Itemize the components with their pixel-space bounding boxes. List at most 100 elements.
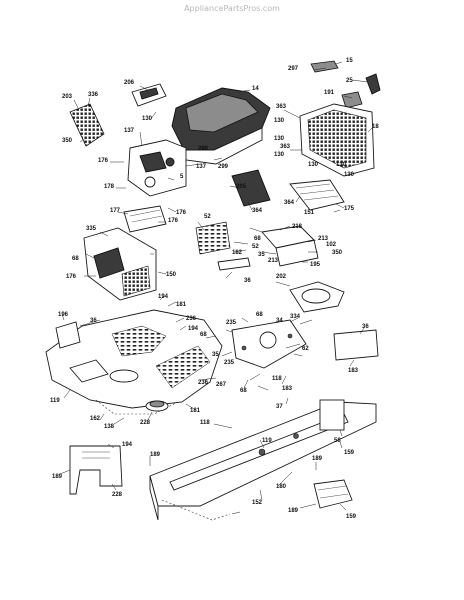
callout-35: 102 — [326, 242, 337, 248]
callout-130: 130 — [344, 172, 355, 178]
callout-181: 196 — [58, 312, 69, 318]
callout-336: 336 — [88, 92, 99, 98]
callout-189: 159 — [346, 514, 357, 520]
callout-206: 206 — [124, 80, 135, 86]
callout-175: 177 — [110, 208, 121, 214]
part-138-bumper — [145, 400, 169, 412]
callout-267: 119 — [50, 398, 60, 404]
part-202-latch — [217, 257, 251, 271]
callout-236: 235 — [226, 320, 237, 326]
callout-189: 189 — [52, 474, 63, 480]
callout-36: 236 — [186, 316, 197, 322]
part-15-emblem — [310, 60, 339, 73]
callout-15: 15 — [346, 58, 353, 64]
callout-52: 218 — [292, 224, 303, 230]
callout-130: 130 — [308, 162, 319, 168]
watermark-text: AppliancePartsPros.com — [184, 4, 280, 13]
callout-218: 68 — [254, 236, 261, 242]
callout-130: 130 — [274, 152, 285, 158]
callout-119: 37 — [276, 404, 283, 410]
callout-363: 363 — [280, 144, 291, 150]
part-151-bracket — [289, 179, 345, 211]
part-150-shroud — [289, 281, 345, 313]
part-335-grille — [195, 221, 231, 255]
part-196-pedal — [55, 321, 81, 349]
callout-181: 162 — [90, 416, 101, 422]
callout-335: 52 — [204, 214, 211, 220]
callout-68: 52 — [252, 244, 259, 250]
callout-176: 335 — [86, 226, 97, 232]
part-191-lens — [341, 91, 363, 109]
callout-130: 130 — [274, 136, 285, 142]
callout-137: 137 — [196, 164, 207, 170]
callout-350: 182 — [232, 250, 243, 256]
callout-5: 5 — [180, 174, 184, 180]
callout-235: 68 — [256, 312, 263, 318]
part-206-bracket — [131, 83, 167, 107]
callout-182: 68 — [72, 256, 79, 262]
part-152-guard — [313, 479, 353, 509]
callout-205: 364 — [252, 208, 263, 214]
callout-298: 298 — [198, 146, 209, 152]
callout-236: 118 — [272, 376, 282, 382]
part-267-fender — [45, 309, 223, 415]
callout-62: 183 — [348, 368, 359, 374]
callout-203: 203 — [62, 94, 73, 100]
callout-297: 297 — [288, 66, 299, 72]
callout-35: 235 — [224, 360, 235, 366]
callout-119: 159 — [344, 450, 355, 456]
part-5-dash — [127, 139, 187, 197]
callout-235: 62 — [302, 346, 309, 352]
callout-130: 130 — [274, 118, 285, 124]
callout-350: 350 — [62, 138, 73, 144]
part-34-mount-plate — [231, 319, 307, 369]
callout-68: 34 — [276, 318, 283, 324]
callout-194: 181 — [176, 302, 187, 308]
callout-228: 180 — [276, 484, 287, 490]
part-14-hood — [171, 87, 271, 165]
callout-363: 363 — [276, 104, 287, 110]
part-175-bracket — [123, 205, 167, 233]
callout-130: 205 — [236, 184, 247, 190]
callout-176: 176 — [176, 210, 187, 216]
callout-159: 189 — [150, 452, 161, 458]
part-52-bracket-assembly — [261, 225, 319, 267]
callout-189: 228 — [112, 492, 123, 498]
callout-130: 130 — [142, 116, 153, 122]
part-205-panel — [231, 169, 271, 207]
callout-183: 68 — [240, 388, 247, 394]
callout-299: 299 — [218, 164, 229, 170]
callout-364: 364 — [284, 200, 295, 206]
callout-58: 194 — [122, 442, 133, 448]
callout-202: 36 — [244, 278, 251, 284]
callout-118: 183 — [282, 386, 293, 392]
callout-130: 130 — [336, 162, 347, 168]
callout-36: 194 — [158, 294, 169, 300]
callout-151: 175 — [344, 206, 355, 212]
callout-178: 178 — [104, 184, 115, 190]
callout-364: 151 — [304, 210, 315, 216]
part-58-bracket — [69, 445, 123, 495]
leader-lines — [59, 61, 373, 515]
callout-213: 195 — [310, 262, 321, 268]
callout-189: 189 — [312, 456, 323, 462]
callout-138: 228 — [140, 420, 151, 426]
callout-194: 119 — [262, 438, 272, 444]
callout-68: 267 — [216, 382, 227, 388]
callout-195: 176 — [66, 274, 77, 280]
callout-191: 191 — [324, 90, 335, 96]
callout-37: 181 — [190, 408, 201, 414]
callout-14: 14 — [252, 86, 259, 92]
callout-176: 176 — [98, 158, 109, 164]
callout-18: 18 — [372, 124, 379, 130]
part-336-side-grille — [69, 103, 105, 147]
callout-118: 58 — [334, 438, 341, 444]
callout-194: 68 — [200, 332, 207, 338]
part-18-front-grille — [299, 103, 375, 177]
callout-176: 150 — [166, 272, 177, 278]
callout-102: 350 — [332, 250, 343, 256]
callout-137: 137 — [124, 128, 135, 134]
callout-196: 36 — [90, 318, 97, 324]
callout-25: 25 — [346, 78, 353, 84]
